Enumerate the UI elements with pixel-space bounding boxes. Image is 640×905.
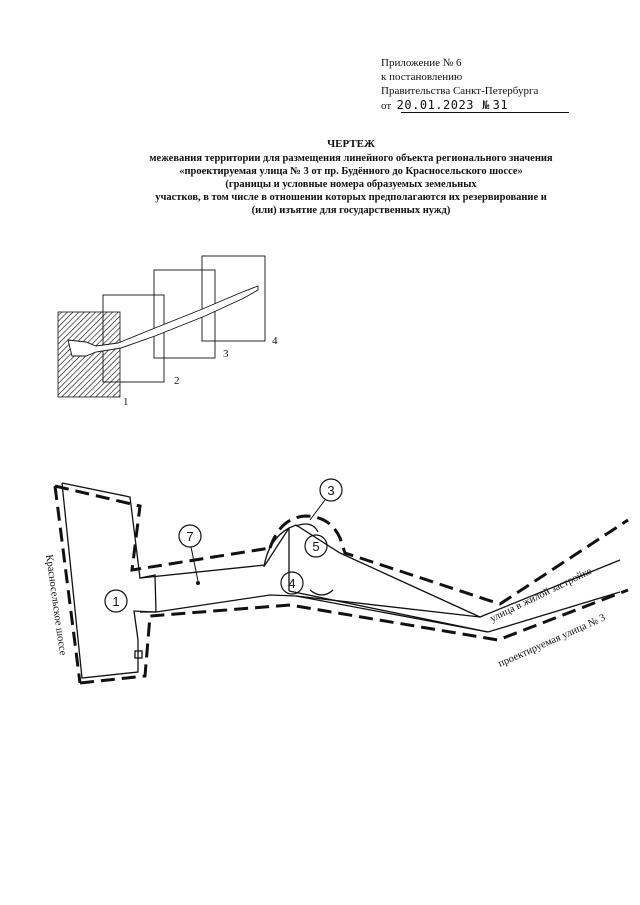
parcel-circle-7 [178, 524, 202, 548]
street-label-lower: проектируемая улица № 3 [497, 612, 608, 669]
appendix-line-2: к постановлению [381, 71, 463, 83]
parcel-markers: 1 3 4 5 7 [104, 478, 343, 613]
title-line-3: (границы и условные номера образуемых зе… [225, 179, 477, 190]
parcel-circle-1 [104, 589, 128, 613]
title-line-4: участков, в том числе в отношении которы… [155, 192, 547, 203]
parcel-circle-5 [304, 534, 328, 558]
appendix-block: Приложение № 6 к постановлению Правитель… [381, 56, 569, 113]
key-map-sheet-2 [153, 269, 216, 359]
appendix-line-3: Правительства Санкт-Петербурга [381, 85, 539, 97]
key-map-label-1: 1 [123, 396, 129, 408]
parcel-circle-3 [319, 478, 343, 502]
key-map-sheet-1 [102, 294, 165, 383]
title-line-2: «проектируемая улица № 3 от пр. Будённог… [179, 166, 523, 177]
parcel-label-1: 1 [112, 594, 119, 609]
appendix-line-1: Приложение № 6 [381, 57, 462, 69]
parcel-label-7: 7 [186, 529, 193, 544]
date-underline [401, 112, 569, 113]
title-block: ЧЕРТЕЖ межевания территории для размещен… [96, 138, 606, 217]
title-line-1: межевания территории для размещения лине… [149, 153, 553, 164]
key-map-label-3: 3 [223, 348, 229, 360]
parcel-label-3: 3 [327, 483, 334, 498]
key-map-sheet-3 [201, 255, 266, 342]
parcel-circle-4 [280, 571, 304, 595]
parcel-7-point [196, 581, 200, 585]
title-line-5: (или) изъятие для государственных нужд) [251, 205, 451, 216]
date-prefix: от [381, 100, 392, 112]
document-date: 20.01.2023 [396, 98, 474, 112]
key-map-label-4: 4 [272, 335, 278, 347]
parcel-3-leader [309, 499, 326, 521]
key-map-street-outline [67, 285, 259, 357]
parcel-label-4: 4 [288, 576, 295, 591]
small-square-marker [134, 650, 143, 659]
appendix-date-line: от 20.01.2023 № 31 [381, 98, 569, 113]
parcel-boundary-dashed [53, 484, 629, 685]
number-prefix: № [482, 98, 490, 112]
key-map-label-2: 2 [174, 375, 180, 387]
road-label-krasnoselskoe: Красносельское шоссе [43, 554, 68, 657]
title-heading: ЧЕРТЕЖ [327, 138, 375, 150]
parcel-label-5: 5 [312, 539, 319, 554]
document-number: 31 [492, 98, 509, 112]
street-outline [61, 482, 621, 679]
main-drawing: 1 3 4 5 7 Красносельское шоссе улица в ж… [43, 478, 629, 685]
key-map: 1 2 3 4 [57, 255, 278, 408]
parcel-7-leader [190, 546, 199, 582]
